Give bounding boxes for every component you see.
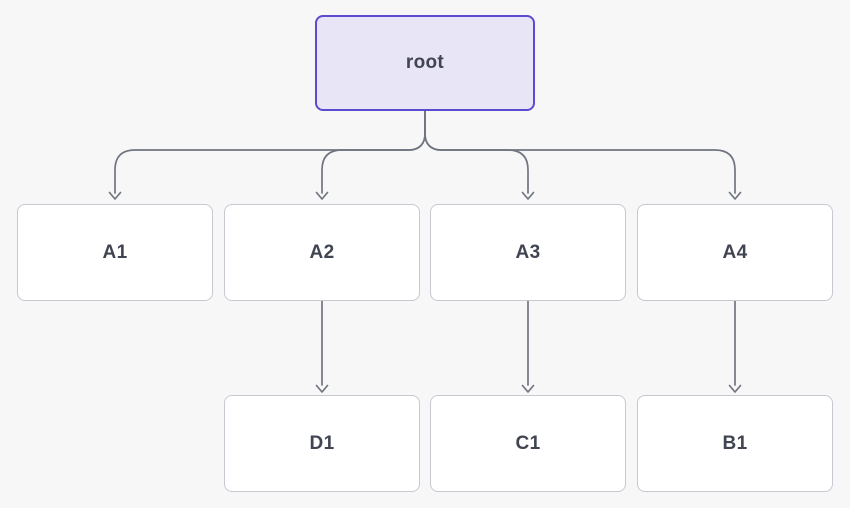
node-a2[interactable]: A2 bbox=[224, 204, 420, 301]
edge-root-a3 bbox=[424, 110, 535, 200]
edge-a2-d1 bbox=[315, 300, 329, 393]
node-c1[interactable]: C1 bbox=[430, 395, 626, 492]
edge-root-a1 bbox=[108, 110, 426, 200]
arrowhead-icon bbox=[521, 191, 535, 200]
edge-root-a4 bbox=[424, 110, 742, 200]
node-label: D1 bbox=[309, 432, 335, 454]
node-a4[interactable]: A4 bbox=[637, 204, 833, 301]
node-label: root bbox=[405, 52, 445, 73]
arrowhead-icon bbox=[315, 191, 329, 200]
node-label: A1 bbox=[102, 241, 128, 263]
node-label: B1 bbox=[722, 432, 748, 454]
node-a3[interactable]: A3 bbox=[430, 204, 626, 301]
arrowhead-icon bbox=[521, 384, 535, 393]
edge-root-a2 bbox=[315, 110, 426, 200]
node-a1[interactable]: A1 bbox=[17, 204, 213, 301]
node-label: A2 bbox=[309, 241, 335, 263]
node-d1[interactable]: D1 bbox=[224, 395, 420, 492]
edge-a3-c1 bbox=[521, 300, 535, 393]
arrowhead-icon bbox=[315, 384, 329, 393]
arrowhead-icon bbox=[108, 191, 122, 200]
node-root[interactable]: root bbox=[315, 15, 535, 111]
node-label: A4 bbox=[722, 241, 748, 263]
node-label: A3 bbox=[515, 241, 541, 263]
arrowhead-icon bbox=[728, 191, 742, 200]
node-label: C1 bbox=[515, 432, 541, 454]
edge-a4-b1 bbox=[728, 300, 742, 393]
arrowhead-icon bbox=[728, 384, 742, 393]
node-b1[interactable]: B1 bbox=[637, 395, 833, 492]
